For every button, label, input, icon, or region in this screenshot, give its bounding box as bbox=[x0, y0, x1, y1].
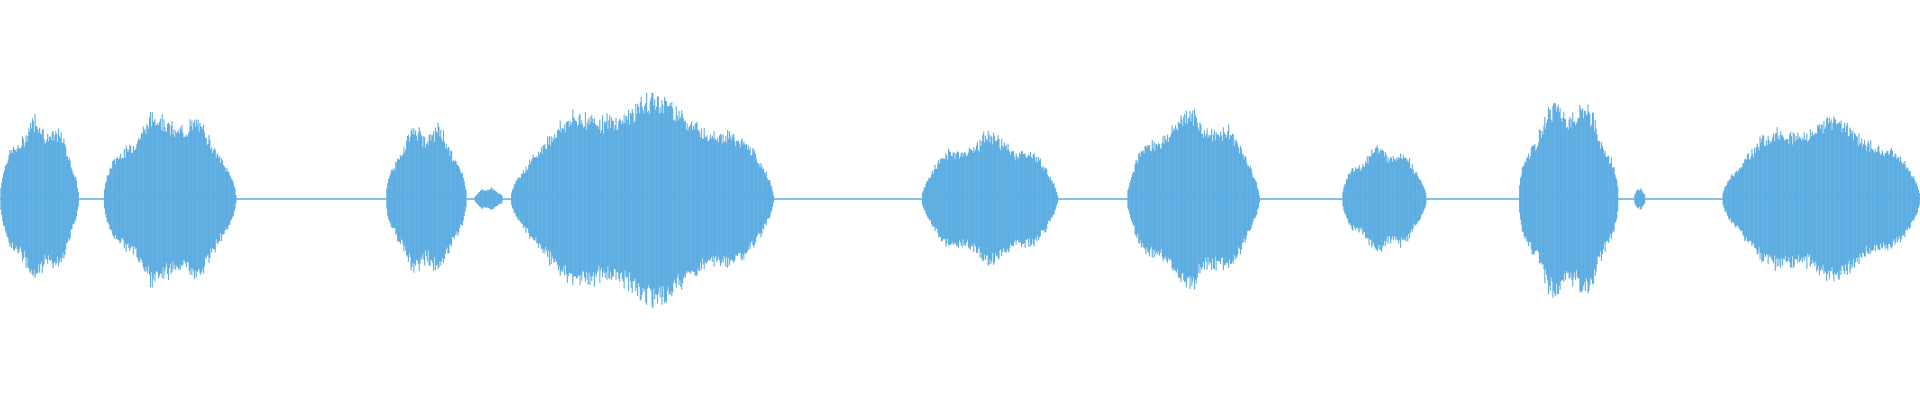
waveform-segment bbox=[1519, 102, 1619, 298]
waveform-segment bbox=[921, 131, 1059, 266]
waveform-bars bbox=[0, 92, 1920, 309]
waveform-segment bbox=[386, 122, 467, 273]
waveform-segment bbox=[511, 92, 775, 309]
waveform-segment bbox=[1634, 188, 1646, 210]
waveform-segment bbox=[0, 114, 79, 278]
waveform-segment bbox=[104, 111, 237, 288]
waveform-segment bbox=[1722, 116, 1920, 282]
waveform-segment bbox=[1342, 145, 1427, 252]
waveform-segment bbox=[1127, 109, 1260, 290]
waveform-segment bbox=[474, 187, 503, 211]
